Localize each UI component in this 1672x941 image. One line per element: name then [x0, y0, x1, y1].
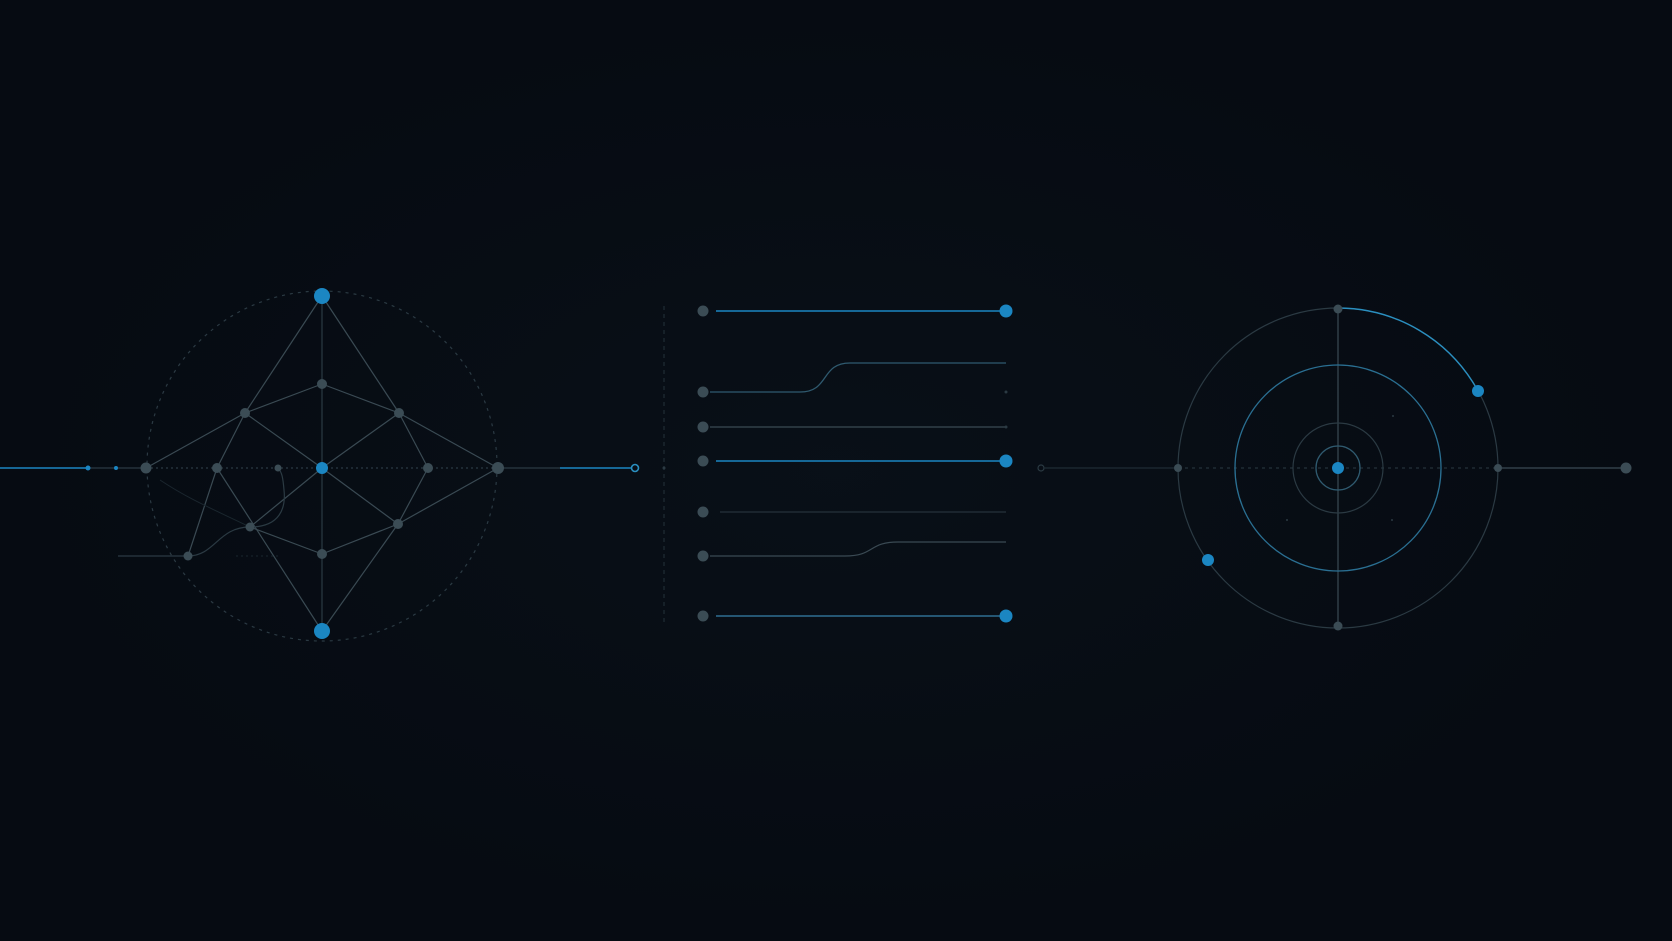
- orbit-speck: [1286, 519, 1288, 521]
- orbit-node-accent: [1472, 385, 1484, 397]
- orbit-node: [1174, 464, 1182, 472]
- orbit-ring-second: [1234, 364, 1442, 572]
- signal-end-dot: [1004, 425, 1008, 429]
- orbit-node: [1333, 621, 1343, 631]
- signal-start-node: [697, 550, 709, 562]
- node: [423, 463, 433, 473]
- signal-start-node: [697, 506, 709, 518]
- divider-dot: [662, 466, 666, 470]
- node: [240, 408, 250, 418]
- orbit-speck: [1392, 415, 1394, 417]
- signal-start-node: [697, 455, 709, 467]
- orbit-node-accent: [1202, 554, 1214, 566]
- network-graph: [0, 288, 640, 642]
- edge: [145, 412, 246, 469]
- network-curve-lower: [118, 467, 285, 557]
- signal-lines: [697, 304, 1013, 623]
- orbit-ring-third: [1292, 422, 1384, 514]
- edge: [216, 412, 246, 469]
- orbit-node-end: [1620, 462, 1632, 474]
- network-curve-faint: [159, 479, 251, 528]
- edge: [397, 467, 499, 525]
- node-endpoint-open: [630, 463, 640, 473]
- node-bottom-accent: [314, 623, 330, 639]
- orbit-node: [1333, 304, 1343, 314]
- edge: [321, 523, 399, 632]
- node: [212, 463, 222, 473]
- node: [183, 551, 193, 561]
- edge: [321, 523, 399, 555]
- edge: [321, 467, 399, 525]
- edge: [398, 412, 429, 469]
- orbit-ring-outer-accent-arc: [1337, 307, 1479, 392]
- signal-end-dot: [1004, 390, 1008, 394]
- node: [245, 522, 255, 532]
- signal-end-node-accent: [999, 454, 1013, 468]
- edge: [244, 295, 323, 414]
- signal-start-node: [697, 305, 709, 317]
- signal-line-step: [710, 362, 1006, 393]
- edge: [244, 412, 323, 469]
- edge: [321, 295, 400, 414]
- node-center-accent: [316, 462, 328, 474]
- node: [492, 462, 504, 474]
- node: [393, 519, 403, 529]
- signal-end-node-accent: [999, 609, 1013, 623]
- edge: [249, 526, 323, 555]
- signal-line-step: [710, 541, 1006, 557]
- node: [394, 408, 404, 418]
- orbit-axis-open-start: [1037, 464, 1045, 472]
- edge: [244, 383, 323, 414]
- node: [317, 379, 327, 389]
- edge: [397, 467, 429, 525]
- node: [274, 464, 282, 472]
- edge: [321, 383, 400, 414]
- orbit-center-node: [1332, 462, 1344, 474]
- edge: [216, 467, 323, 632]
- node: [317, 549, 327, 559]
- edge: [187, 467, 218, 557]
- orbit-speck: [1391, 519, 1393, 521]
- node: [140, 462, 152, 474]
- orbit-node: [1494, 464, 1502, 472]
- edge: [249, 467, 323, 528]
- signal-end-node-accent: [999, 304, 1013, 318]
- signal-start-node: [697, 610, 709, 622]
- network-edges: [145, 295, 499, 632]
- signal-start-node: [697, 421, 709, 433]
- orbit-ring-core: [1315, 445, 1361, 491]
- orbit-rings: [1037, 304, 1632, 631]
- node: [114, 466, 118, 470]
- edge: [321, 412, 400, 469]
- signal-start-node: [697, 386, 709, 398]
- node-top-accent: [314, 288, 330, 304]
- edge: [398, 412, 499, 469]
- node: [85, 465, 91, 471]
